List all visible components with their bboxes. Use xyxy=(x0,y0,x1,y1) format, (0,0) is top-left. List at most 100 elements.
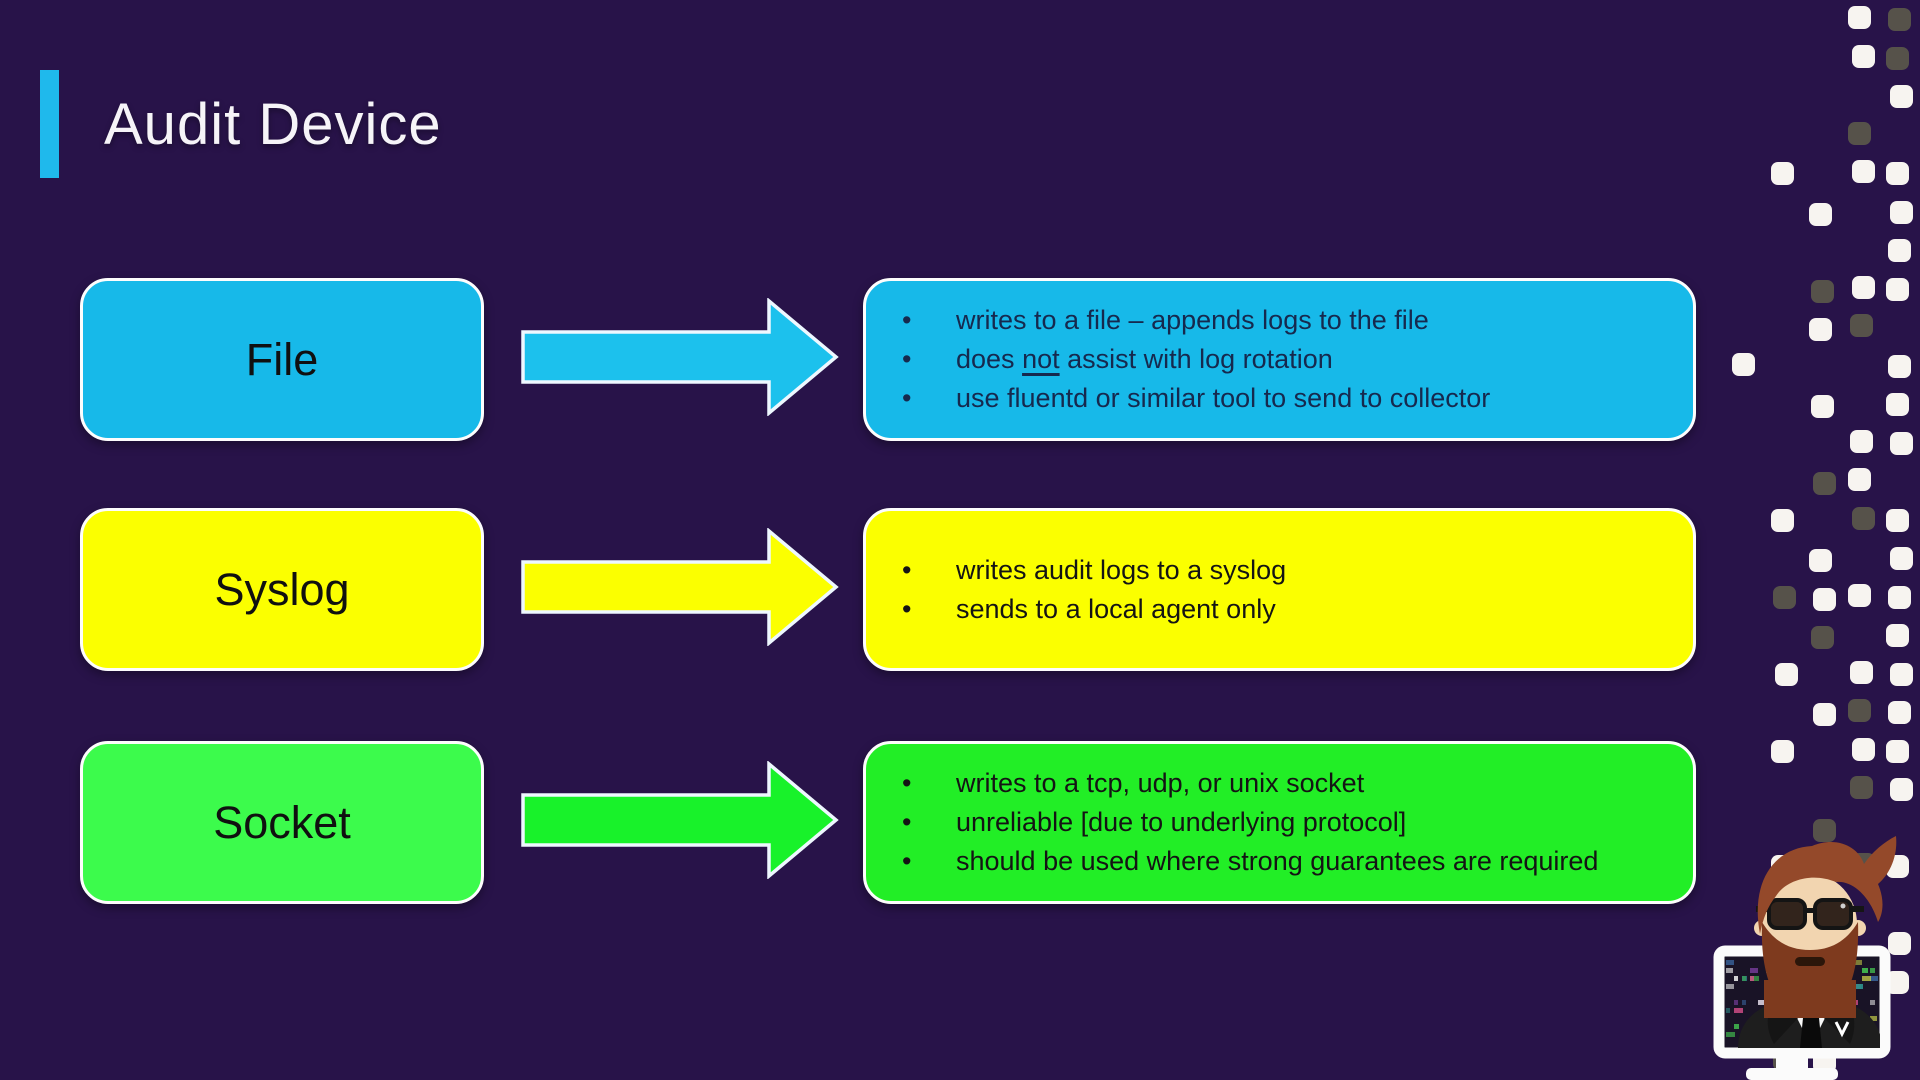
bullet-text: writes audit logs to a syslog xyxy=(956,554,1287,585)
mosaic-square xyxy=(1888,932,1911,955)
mosaic-square xyxy=(1886,970,1909,994)
bullet-item: •does not assist with log rotation xyxy=(902,340,1673,379)
mosaic-square xyxy=(1851,160,1875,183)
head xyxy=(1754,836,1897,1018)
mosaic-square xyxy=(1886,739,1909,763)
mosaic-square xyxy=(1851,737,1875,761)
arrow-right-icon xyxy=(521,760,839,879)
row: File • writes to a file – appends logs to… xyxy=(0,278,1920,441)
mosaic-square xyxy=(1813,818,1836,842)
mosaic-square xyxy=(1888,701,1911,724)
bullet-marker: • xyxy=(902,768,912,798)
mosaic-square xyxy=(1847,468,1871,491)
mosaic-square xyxy=(1888,239,1911,262)
bullet-item: • writes to a file – appends logs to the … xyxy=(902,301,1673,340)
mosaic-square xyxy=(1811,626,1834,649)
mosaic-square xyxy=(1886,162,1909,185)
mosaic-square xyxy=(1847,121,1871,145)
mosaic-square xyxy=(1886,277,1909,301)
bullet-marker: • xyxy=(902,554,912,585)
mosaic-square xyxy=(1890,200,1913,224)
device-label: Syslog xyxy=(214,563,350,615)
mosaic-square xyxy=(1890,547,1913,570)
device-label: File xyxy=(245,333,319,385)
bullet-marker: • xyxy=(902,593,912,624)
bullet-item: • unreliable [due to underlying protocol] xyxy=(902,803,1673,842)
pixel-mosaic-decoration xyxy=(1728,0,1920,1080)
bullet-item: • use fluentd or similar tool to send to … xyxy=(902,379,1673,418)
device-label-box-syslog: Syslog xyxy=(80,508,484,671)
presenter-avatar-icon xyxy=(1713,836,1897,1080)
bullet-item: • sends to a local agent only xyxy=(902,590,1673,629)
mosaic-square xyxy=(1849,660,1873,684)
device-label-box-socket: Socket xyxy=(80,741,484,904)
vault-logo xyxy=(1834,1021,1850,1038)
mosaic-square xyxy=(1890,85,1913,108)
mosaic-square xyxy=(1813,703,1836,726)
presenter-avatar xyxy=(1700,830,1920,1080)
bullet-text: unreliable [due to underlying protocol] xyxy=(956,807,1407,837)
arrow-right-icon xyxy=(521,297,839,416)
bullet-list: • writes to a file – appends logs to the … xyxy=(866,301,1693,418)
mosaic-square xyxy=(1886,508,1909,532)
mosaic-square xyxy=(1851,44,1875,68)
device-label: Socket xyxy=(213,796,351,848)
mosaic-square xyxy=(1813,472,1836,495)
mosaic-square xyxy=(1770,162,1794,185)
bullet-text: use fluentd or similar tool to send to c… xyxy=(956,383,1491,413)
slide-header: Audit Device xyxy=(40,52,442,197)
bullet-marker: • xyxy=(902,305,912,335)
bullet-text: does not assist with log rotation xyxy=(956,344,1333,374)
mosaic-square xyxy=(1732,352,1755,376)
mosaic-square xyxy=(1811,395,1834,418)
mosaic-square xyxy=(1813,587,1836,611)
presenter-figure xyxy=(1738,836,1897,1048)
bullet-list: • writes audit logs to a syslog • sends to … xyxy=(866,551,1693,629)
mosaic-square xyxy=(1847,583,1871,607)
bullet-text: writes to a file – appends logs to the f… xyxy=(956,305,1429,335)
mosaic-square xyxy=(1847,699,1871,722)
mosaic-square xyxy=(1847,6,1871,29)
mosaic-square xyxy=(1809,318,1832,341)
device-label-box-file: File xyxy=(80,278,484,441)
mosaic-square xyxy=(1888,8,1911,31)
bullet-list: • writes to a tcp, udp, or unix socket • un… xyxy=(866,764,1693,881)
mosaic-square xyxy=(1809,202,1832,226)
mosaic-square xyxy=(1890,431,1913,455)
title-accent-bar xyxy=(40,70,59,179)
mosaic-square xyxy=(1886,393,1909,416)
bullet-item: •should be used where strong guarantees … xyxy=(902,842,1673,881)
mosaic-square xyxy=(1890,778,1913,801)
hair xyxy=(1757,836,1897,934)
row: Socket • writes to a tcp, udp, or unix so… xyxy=(0,741,1920,904)
bullet-marker: • xyxy=(902,383,912,413)
bullet-marker: • xyxy=(902,807,912,837)
bullet-text: writes to a tcp, udp, or unix socket xyxy=(956,768,1365,798)
bullet-item: • writes audit logs to a syslog xyxy=(902,551,1673,590)
mosaic-square xyxy=(1849,429,1873,453)
bullet-item: • writes to a tcp, udp, or unix socket xyxy=(902,764,1673,803)
mosaic-square xyxy=(1811,279,1834,303)
mosaic-square xyxy=(1772,585,1796,609)
mosaic-square xyxy=(1770,508,1794,532)
mosaic-square xyxy=(1809,549,1832,572)
device-bullets-box-socket: • writes to a tcp, udp, or unix socket • un… xyxy=(863,741,1696,904)
mosaic-square xyxy=(1774,662,1798,686)
page-title: Audit Device xyxy=(104,91,442,157)
mosaic-square xyxy=(1886,46,1909,70)
row: Syslog • writes audit logs to a syslog • se… xyxy=(0,508,1920,671)
mosaic-square xyxy=(1890,662,1913,686)
bullet-marker: • xyxy=(902,846,912,876)
mosaic-square xyxy=(1849,776,1873,799)
arrow-right-icon xyxy=(521,527,839,646)
mosaic-square xyxy=(1770,739,1794,763)
mosaic-square xyxy=(1886,624,1909,647)
device-bullets-box-syslog: • writes audit logs to a syslog • sends to … xyxy=(863,508,1696,671)
mosaic-square xyxy=(1888,354,1911,378)
sunglasses-icon xyxy=(1756,898,1864,930)
mosaic-square xyxy=(1851,275,1875,299)
mosaic-square xyxy=(1849,314,1873,337)
mouth xyxy=(1795,957,1825,966)
bullet-text: sends to a local agent only xyxy=(956,593,1276,624)
